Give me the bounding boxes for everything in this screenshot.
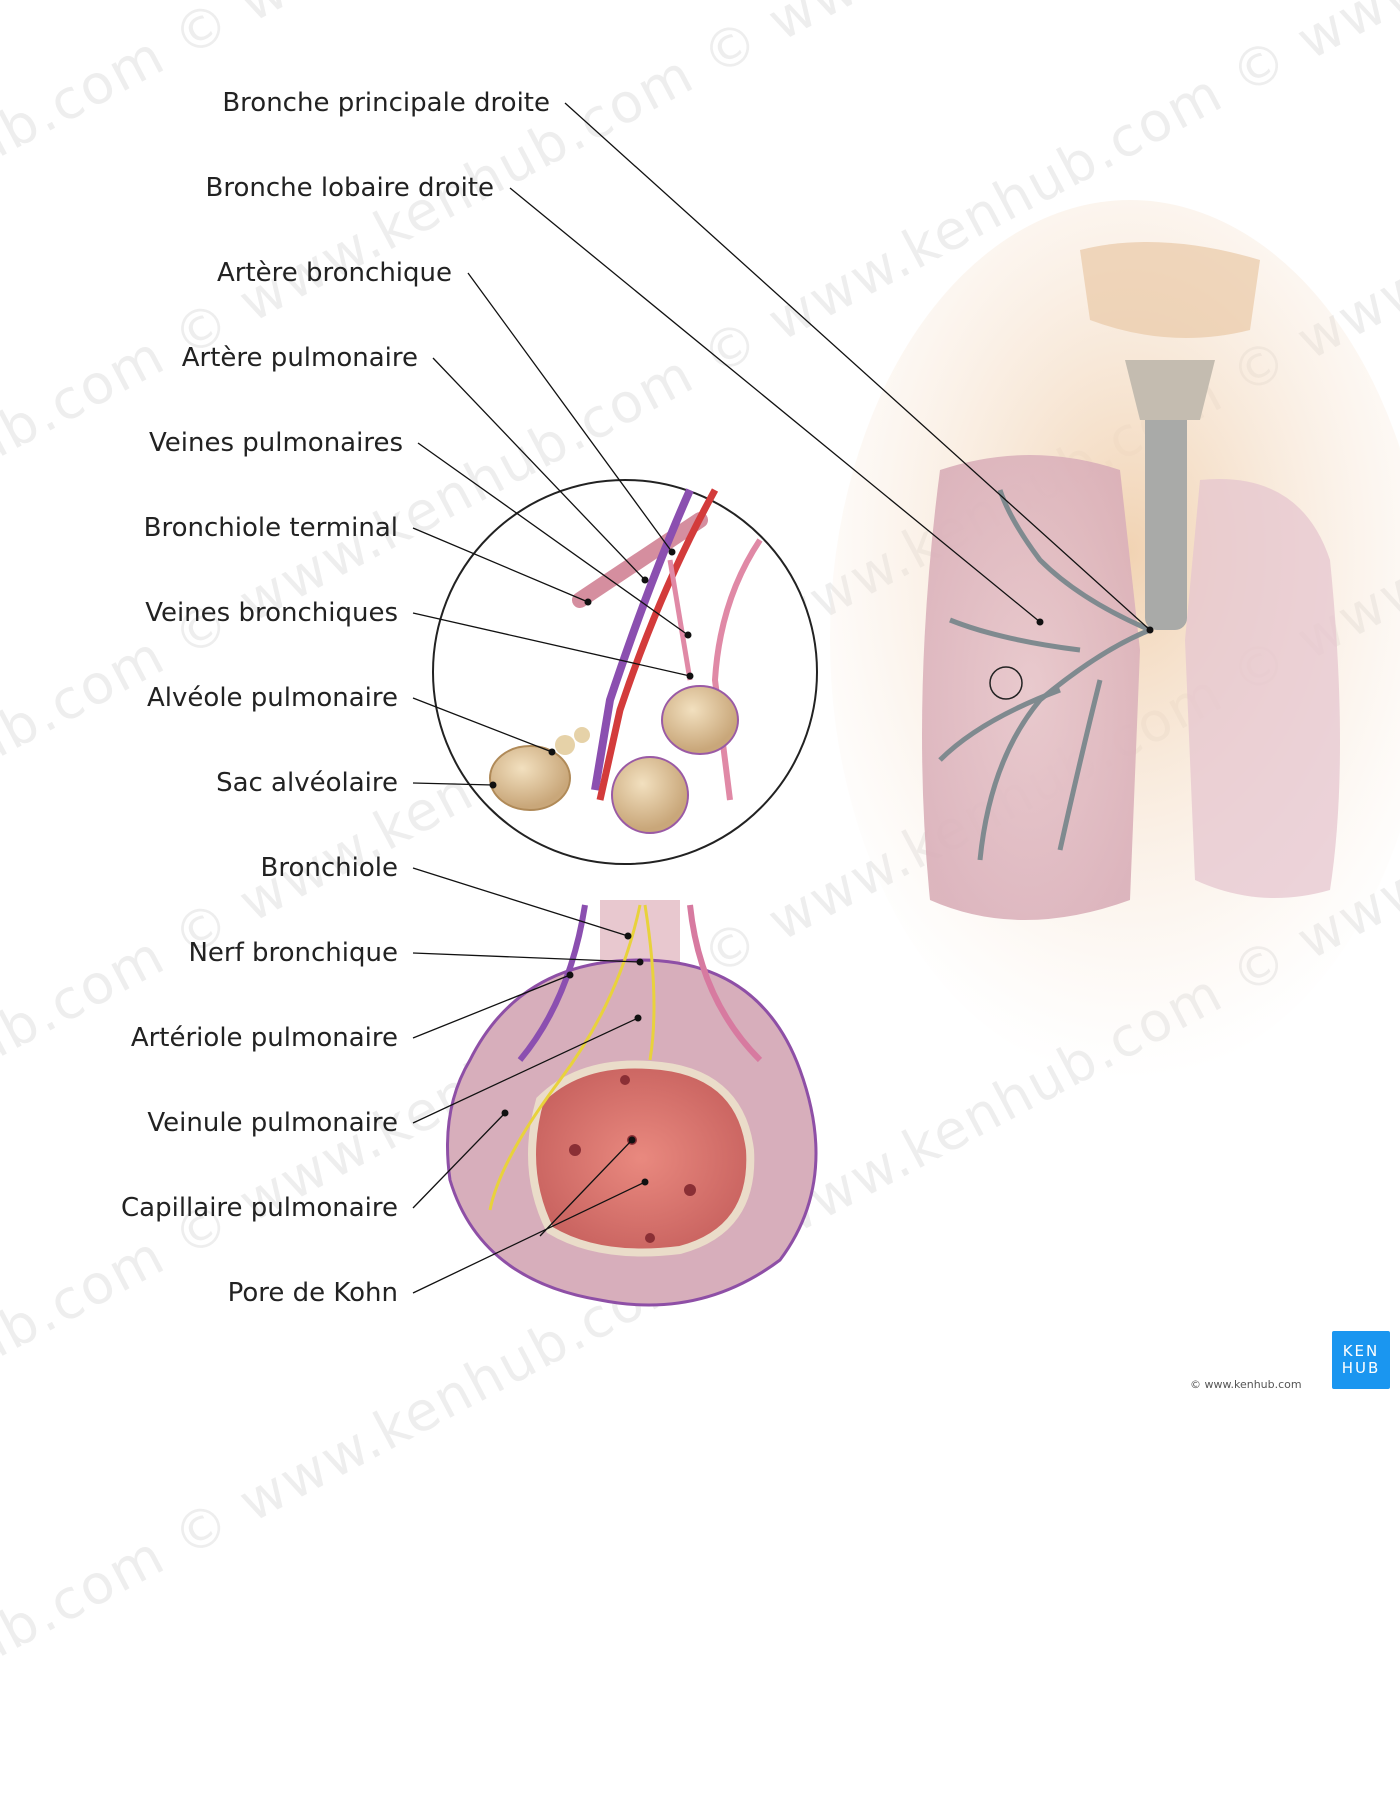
- leader-dots: [489, 548, 1154, 1186]
- leader-lines: [412, 102, 1151, 1294]
- right-lung: [922, 455, 1140, 920]
- detail-marker: [989, 666, 1023, 700]
- label-bronche-lobaire-droite: Bronche lobaire droite: [205, 173, 495, 203]
- left-lung: [1185, 479, 1340, 898]
- logo-line-1: KEN: [1342, 1342, 1380, 1360]
- kenhub-logo: KEN HUB: [1332, 1331, 1390, 1389]
- label-veines-pulmonaires: Veines pulmonaires: [148, 428, 403, 458]
- label-bronche-principale-droite: Bronche principale droite: [222, 88, 550, 118]
- bronchial-tree: [938, 489, 1151, 861]
- label-alveole-pulmonaire: Alvéole pulmonaire: [147, 683, 398, 713]
- label-sac-alveolaire: Sac alvéolaire: [216, 768, 398, 798]
- label-artere-pulmonaire: Artère pulmonaire: [181, 343, 418, 373]
- alveolar-sac-detail: [446, 900, 818, 1307]
- label-nerf-bronchique: Nerf bronchique: [188, 938, 398, 968]
- label-bronchiole-terminal: Bronchiole terminal: [143, 513, 398, 543]
- inset-acinus: [432, 479, 818, 865]
- trachea: [1145, 400, 1187, 630]
- label-bronchiole: Bronchiole: [260, 853, 398, 883]
- label-arteriole-pulmonaire: Artériole pulmonaire: [130, 1023, 398, 1053]
- torso-figure: [830, 200, 1400, 1080]
- label-veines-bronchiques: Veines bronchiques: [145, 598, 398, 628]
- label-artere-bronchique: Artère bronchique: [216, 258, 452, 288]
- logo-line-2: HUB: [1341, 1359, 1381, 1377]
- label-capillaire-pulmonaire: Capillaire pulmonaire: [121, 1193, 398, 1223]
- label-veinule-pulmonaire: Veinule pulmonaire: [147, 1108, 398, 1138]
- copyright: © www.kenhub.com: [1190, 1378, 1302, 1391]
- label-pore-de-kohn: Pore de Kohn: [227, 1278, 398, 1308]
- illustration: [412, 102, 1400, 1307]
